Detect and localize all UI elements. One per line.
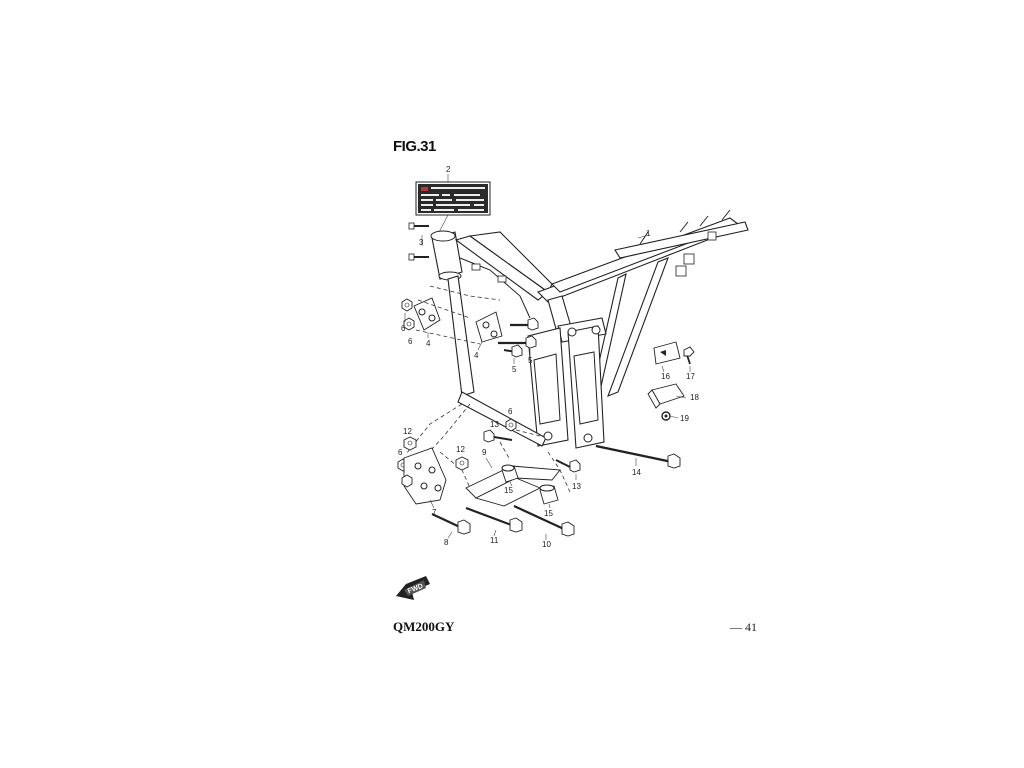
callout-17: 17 bbox=[686, 372, 695, 381]
callout-3: 3 bbox=[419, 238, 424, 247]
engine-mount-bolts bbox=[498, 317, 539, 364]
callout-19: 19 bbox=[680, 414, 689, 423]
hex-nuts bbox=[397, 298, 517, 472]
engine-lower-bolts bbox=[431, 505, 575, 540]
swingarm-long-bolt bbox=[595, 444, 681, 469]
engine-hanger-plates bbox=[413, 297, 503, 351]
callout-6: 6 bbox=[408, 337, 413, 346]
callout-7: 7 bbox=[432, 508, 437, 517]
callout-1: 1 bbox=[646, 229, 651, 238]
callout-2: 2 bbox=[446, 165, 451, 174]
callout-6: 6 bbox=[508, 407, 513, 416]
rubber-bushings bbox=[501, 464, 559, 509]
callout-6: 6 bbox=[398, 448, 403, 457]
callout-4: 4 bbox=[474, 351, 479, 360]
callout-10: 10 bbox=[542, 540, 551, 549]
callout-labels: 1 2 3 4 4 5 5 6 6 6 6 7 8 9 10 11 12 12 … bbox=[398, 165, 699, 549]
vin-label-plate bbox=[415, 174, 491, 237]
flange-nuts bbox=[401, 436, 469, 488]
callout-4: 4 bbox=[426, 339, 431, 348]
callout-15: 15 bbox=[544, 509, 553, 518]
seat-rubber-mounts bbox=[647, 341, 695, 421]
callout-5: 5 bbox=[528, 356, 533, 365]
callout-9: 9 bbox=[482, 448, 487, 457]
page-number: — 41 bbox=[730, 620, 757, 634]
callout-15: 15 bbox=[504, 486, 513, 495]
main-frame bbox=[430, 209, 749, 449]
callout-14: 14 bbox=[632, 468, 641, 477]
model-name: QM200GY bbox=[393, 619, 455, 634]
callout-16: 16 bbox=[661, 372, 670, 381]
callout-12: 12 bbox=[403, 427, 412, 436]
callout-18: 18 bbox=[690, 393, 699, 402]
callout-12: 12 bbox=[456, 445, 465, 454]
callout-6: 6 bbox=[401, 324, 406, 333]
lower-engine-bracket bbox=[403, 447, 447, 509]
forward-direction-arrow-icon: FWD bbox=[396, 576, 430, 600]
callout-8: 8 bbox=[444, 538, 449, 547]
callout-11: 11 bbox=[490, 536, 499, 545]
callout-13: 13 bbox=[572, 482, 581, 491]
figure-title: FIG.31 bbox=[393, 138, 436, 155]
callout-5: 5 bbox=[512, 365, 517, 374]
rivet-screws bbox=[408, 222, 429, 261]
callout-13: 13 bbox=[490, 420, 499, 429]
pivot-bolts bbox=[483, 429, 581, 480]
